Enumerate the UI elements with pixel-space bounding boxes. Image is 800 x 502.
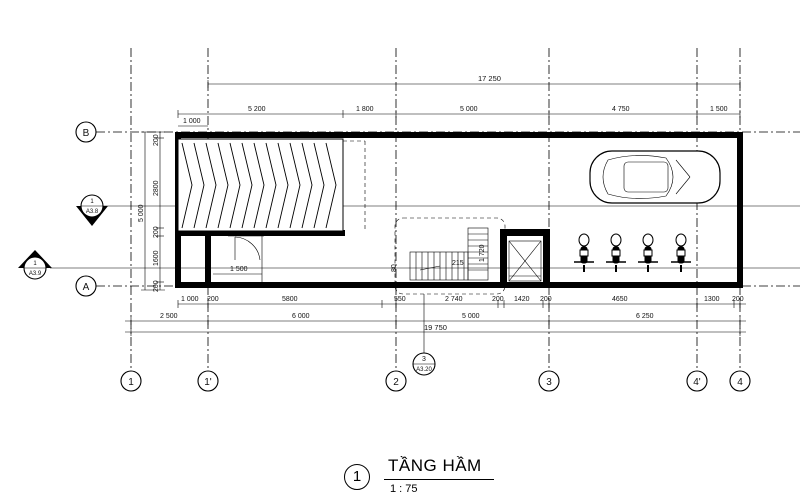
bottom-dimensions: 1 000 200 5800 550 2 740 200 1420 200 46… <box>125 296 746 336</box>
col-label-1p: 1' <box>204 377 212 388</box>
dim-bot-8: 200 <box>540 296 552 303</box>
dim-bot-4: 550 <box>394 296 406 303</box>
dim-left-5: 200 <box>153 280 160 292</box>
dim-bot2-1: 2 500 <box>160 313 178 320</box>
dim-bot-7: 1420 <box>514 296 530 303</box>
motorbike-2 <box>606 233 626 272</box>
dim-top-1: 5 200 <box>248 106 266 113</box>
dim-bot2-3: 5 000 <box>462 313 480 320</box>
dim-bot-3: 5800 <box>282 296 298 303</box>
car-symbol <box>589 150 721 204</box>
row-bubble-B: B <box>75 121 97 143</box>
section-num-3: 3 <box>422 356 426 363</box>
dim-bot-5: 2 740 <box>445 296 463 303</box>
title-underline <box>384 479 494 480</box>
col-label-2: 2 <box>393 377 399 388</box>
drawing-scale: 1 : 75 <box>390 483 418 495</box>
dim-left-2: 2800 <box>153 180 160 196</box>
dim-left-3: 200 <box>153 226 160 238</box>
storage-room: 1 500 <box>213 235 264 285</box>
dim-bot-10: 1300 <box>704 296 720 303</box>
dim-inner-1: 1 500 <box>230 266 248 273</box>
dim-top-2: 1 800 <box>356 106 374 113</box>
dim-top-3: 5 000 <box>460 106 478 113</box>
motorbike-4 <box>671 233 691 272</box>
dim-top-4: 4 750 <box>612 106 630 113</box>
section-sheet-2: A3.9 <box>29 271 42 277</box>
section-num-1: 1 <box>90 199 94 205</box>
dim-inner-4: 215 <box>452 260 464 267</box>
drawing-title-block: 1 TẦNG HẦM 1 : 75 <box>344 456 544 500</box>
title-number: 1 <box>344 464 370 490</box>
dim-bot2-4: 6 250 <box>636 313 654 320</box>
dim-top-5: 1 500 <box>710 106 728 113</box>
staircase: 1 720 80 215 <box>391 217 506 295</box>
dim-overall-top: 17 250 <box>478 74 501 83</box>
dim-inner-3: 80 <box>391 264 398 272</box>
row-label-B: B <box>83 128 90 139</box>
section-marker-A3-20: 3 A3.20 <box>412 294 436 376</box>
col-label-4: 4 <box>737 377 743 388</box>
dim-bot-11: 200 <box>732 296 744 303</box>
col-label-1: 1 <box>128 377 134 388</box>
motorbike-1 <box>574 233 594 272</box>
section-sheet-3: A3.20 <box>416 367 432 373</box>
motorbike-symbols <box>574 233 691 272</box>
dim-left-1: 200 <box>153 134 160 146</box>
top-dimensions: 17 250 5 200 1 800 5 000 4 750 1 500 1 0… <box>177 74 741 127</box>
dim-bot-overall: 19 750 <box>424 323 447 332</box>
section-marker-A3-8: 1 A3.8 <box>76 194 108 226</box>
dim-left-overall: 5 000 <box>138 204 145 222</box>
section-num-2: 1 <box>33 261 37 267</box>
section-sheet-1: A3.8 <box>86 209 99 215</box>
dim-bot-1: 1 000 <box>181 296 199 303</box>
dim-bot-6: 200 <box>492 296 504 303</box>
dim-left-4: 1600 <box>153 250 160 266</box>
row-bubble-A: A <box>75 275 97 297</box>
dim-inner-2: 1 720 <box>479 244 486 262</box>
column-bubbles: 1 1' 2 3 4' 4 <box>120 370 751 392</box>
row-label-A: A <box>83 282 90 293</box>
left-dimensions: 200 2800 200 1600 200 5 000 <box>138 131 165 292</box>
elevator-shaft <box>500 229 550 285</box>
dim-bot-9: 4650 <box>612 296 628 303</box>
col-label-3: 3 <box>546 377 552 388</box>
motorbike-3 <box>638 233 658 272</box>
ramp-hatch <box>177 138 366 232</box>
dim-bot2-2: 6 000 <box>292 313 310 320</box>
col-label-4p: 4' <box>693 377 701 388</box>
dim-bot-2: 200 <box>207 296 219 303</box>
section-marker-A3-9: 1 A3.9 <box>18 250 52 280</box>
dim-top-sub: 1 000 <box>183 118 201 125</box>
drawing-title: TẦNG HẦM <box>388 456 482 475</box>
